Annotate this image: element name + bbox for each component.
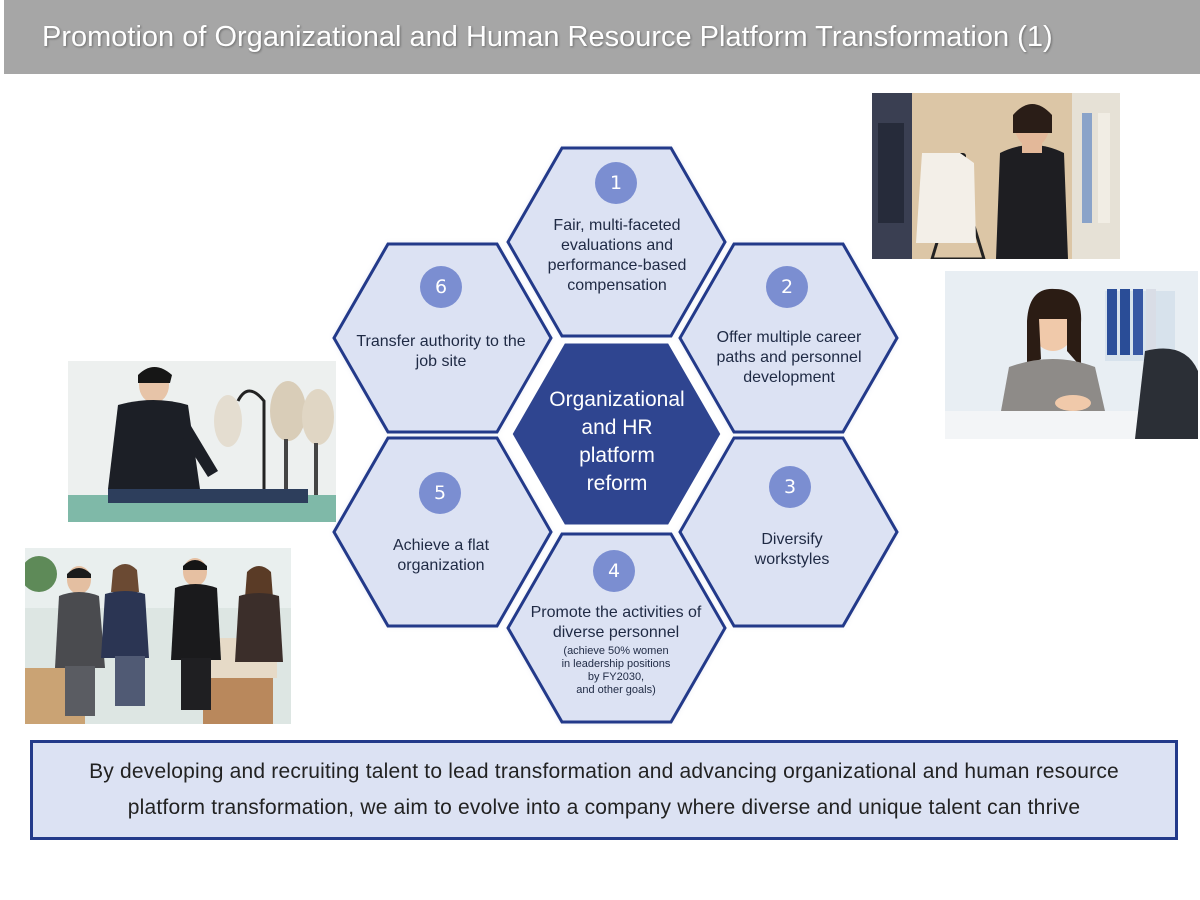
footer-line-2: platform transformation, we aim to evolv… xyxy=(127,796,1081,819)
hexagon-6 xyxy=(332,242,553,434)
hexagon-2 xyxy=(678,242,899,434)
hexagon-3-label: Diversify workstyles xyxy=(754,531,830,568)
hexagon-4-note: (achieve 50% women in leadership positio… xyxy=(532,645,700,697)
photo-group-seated xyxy=(25,548,291,724)
hexagon-4-note-line: by FY2030, xyxy=(587,671,645,683)
hexagon-4-note-line: and other goals) xyxy=(576,684,656,696)
hexagon-4 xyxy=(506,532,727,724)
photo-livestream-fitting xyxy=(872,93,1120,259)
hexagon-1-label: Fair, multi-faceted evaluations and perf… xyxy=(547,217,687,294)
hexagon-4-note-line: (achieve 50% women xyxy=(563,645,669,657)
badge-1: 1 xyxy=(595,162,637,204)
center-label: Organizational and HR platform reform xyxy=(520,386,714,498)
photo-man-at-cutting-table xyxy=(68,361,336,522)
badge-3: 3 xyxy=(769,466,811,508)
hexagon-2-label: Offer multiple career paths and personne… xyxy=(716,329,862,386)
hexagon-6-label: Transfer authority to the job site xyxy=(356,333,526,370)
center-label-line: and HR xyxy=(581,416,653,439)
hexagon-5 xyxy=(332,436,553,628)
footer-line-1: By developing and recruiting talent to l… xyxy=(89,760,1119,783)
center-label-line: platform xyxy=(579,444,655,467)
center-label-line: reform xyxy=(586,472,648,495)
badge-6: 6 xyxy=(420,266,462,308)
page-title: Promotion of Organizational and Human Re… xyxy=(42,20,1053,53)
hexagon-1 xyxy=(506,146,727,338)
hexagon-4-note-line: in leadership positions xyxy=(561,658,671,670)
hexagon-center xyxy=(509,340,724,528)
badge-2: 2 xyxy=(766,266,808,308)
hexagon-4-label: Promote the activities of diverse person… xyxy=(530,604,702,641)
badge-5: 5 xyxy=(419,472,461,514)
hexagon-3 xyxy=(678,436,899,628)
footer-statement: By developing and recruiting talent to l… xyxy=(30,740,1178,840)
hexagon-5-label: Achieve a flat organization xyxy=(392,537,490,574)
center-label-line: Organizational xyxy=(549,388,685,411)
badge-4: 4 xyxy=(593,550,635,592)
title-bar: Promotion of Organizational and Human Re… xyxy=(4,0,1200,74)
photo-woman-at-desk xyxy=(945,271,1198,439)
